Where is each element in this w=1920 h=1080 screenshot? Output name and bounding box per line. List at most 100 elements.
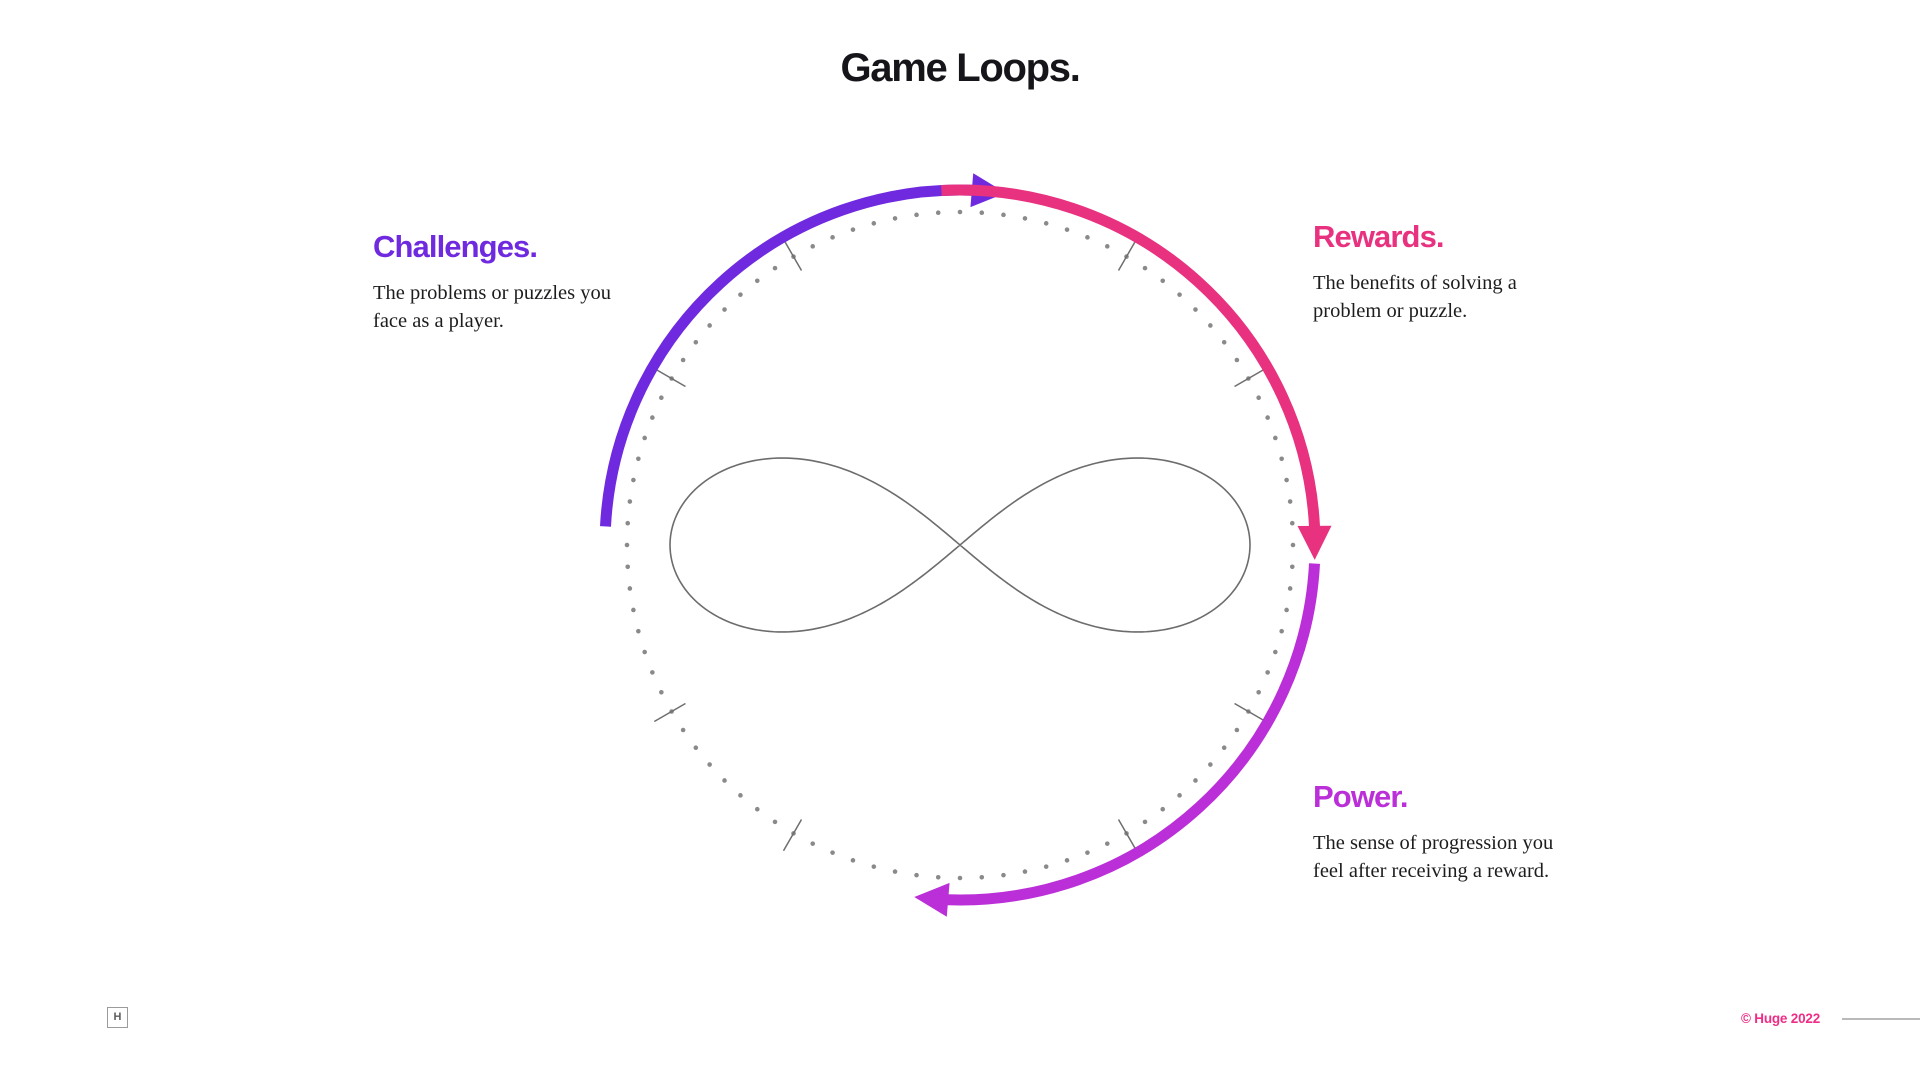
tick-mark	[782, 238, 803, 271]
dot	[669, 709, 674, 714]
dot	[914, 212, 919, 218]
dot	[625, 564, 631, 570]
dot	[1022, 216, 1028, 221]
callout-rewards-body: The benefits of solving a problem or puz…	[1313, 272, 1517, 322]
dot	[1124, 831, 1129, 836]
callout-rewards-title: Rewards.	[1313, 219, 1445, 254]
dot	[1177, 793, 1182, 798]
tick-mark	[653, 702, 686, 723]
dot	[693, 745, 699, 751]
dot	[935, 210, 941, 216]
dot	[1177, 292, 1182, 297]
callout-challenges-body: The problems or puzzles you face as a pl…	[373, 282, 611, 332]
callout-power-title: Power.	[1313, 779, 1408, 814]
dot	[625, 520, 631, 526]
tick-mark	[1117, 238, 1138, 271]
dot	[1256, 689, 1261, 695]
dot	[1104, 841, 1110, 846]
dot	[738, 793, 743, 798]
dot	[957, 875, 963, 881]
dot	[1064, 858, 1070, 863]
dot	[631, 477, 636, 483]
rewards-arc-arrowhead-icon	[1297, 525, 1332, 560]
dot	[1142, 819, 1148, 825]
dot	[871, 864, 877, 869]
dot	[693, 339, 699, 345]
dot	[642, 649, 647, 655]
dot	[1104, 244, 1110, 249]
dot	[871, 221, 877, 226]
infinity-symbol-icon	[669, 457, 1251, 633]
tick-mark	[1234, 702, 1267, 723]
dot	[1208, 323, 1213, 328]
dot	[935, 874, 941, 880]
dot	[1246, 709, 1251, 714]
callout-power-body: The sense of progression you feel after …	[1313, 832, 1554, 882]
dot	[892, 869, 898, 874]
dot	[1193, 778, 1198, 783]
dot	[1221, 339, 1227, 345]
dot	[631, 607, 636, 613]
dot	[914, 872, 919, 878]
dot	[1221, 745, 1227, 751]
dot	[754, 278, 760, 284]
dot	[810, 841, 816, 846]
dot	[1256, 395, 1261, 401]
dot	[1043, 864, 1049, 869]
huge-logo-mark: H	[107, 1007, 128, 1028]
dot	[892, 216, 898, 221]
tick-mark	[1117, 819, 1138, 852]
dot	[1022, 869, 1028, 874]
tick-mark	[782, 819, 803, 852]
dot	[1273, 435, 1278, 441]
dot	[627, 499, 633, 504]
dot	[791, 254, 796, 259]
dot	[1265, 670, 1270, 675]
dot	[1265, 415, 1270, 420]
dot	[1287, 586, 1293, 591]
dot	[1246, 376, 1251, 381]
dot	[636, 628, 641, 634]
dot	[680, 727, 686, 733]
dot	[810, 244, 816, 249]
dot	[722, 307, 727, 312]
dot	[830, 850, 835, 855]
dot	[1234, 357, 1240, 363]
tick-mark	[653, 367, 686, 388]
callout-challenges-title: Challenges.	[373, 229, 538, 264]
dot	[1289, 564, 1295, 570]
dot	[791, 831, 796, 836]
footer-right: © Huge 2022	[1741, 1011, 1920, 1026]
dot	[707, 323, 712, 328]
callout-power: Power. The sense of progression you feel…	[1313, 779, 1583, 885]
dot	[772, 265, 778, 271]
dot	[1208, 762, 1213, 767]
dot	[1290, 542, 1296, 548]
dot	[1279, 628, 1284, 634]
power-arc	[947, 563, 1321, 906]
copyright-text: © Huge 2022	[1740, 1011, 1820, 1026]
dot	[1142, 265, 1148, 271]
footer-divider	[1842, 1017, 1920, 1020]
dot	[1085, 235, 1090, 240]
dot	[636, 456, 641, 462]
dotted-circle	[624, 209, 1296, 881]
dot	[850, 227, 856, 232]
dot	[1284, 607, 1289, 613]
challenges-arc-arrowhead-icon	[970, 173, 1006, 208]
page-title: Game Loops.	[840, 46, 1080, 90]
dot	[1284, 477, 1289, 483]
dot	[1001, 212, 1006, 218]
tick-marks	[653, 238, 1267, 852]
dot	[850, 858, 856, 863]
callout-rewards: Rewards. The benefits of solving a probl…	[1313, 219, 1583, 325]
dot	[680, 357, 686, 363]
dot	[1193, 307, 1198, 312]
dot	[772, 819, 778, 825]
dot	[627, 586, 633, 591]
dot	[1043, 221, 1049, 226]
dot	[1287, 499, 1293, 504]
loop-arcs	[599, 173, 1332, 917]
